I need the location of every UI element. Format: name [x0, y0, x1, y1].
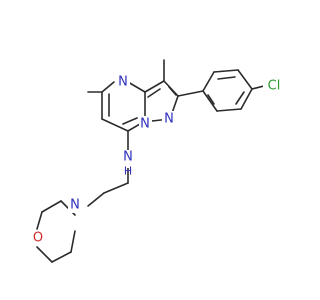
atom-label-n-pyrazole-right: N	[164, 112, 174, 127]
atom-label-n-amine: N	[123, 150, 133, 165]
bond	[103, 182, 129, 194]
bond	[41, 200, 62, 213]
atom-label-h-amine: H	[124, 165, 132, 178]
atom-label-cl: Cl	[268, 79, 281, 94]
bond	[127, 81, 146, 93]
bond	[207, 94, 215, 105]
o-morpholine-bg	[31, 231, 45, 246]
atom-label-n-top: N	[118, 75, 128, 90]
n-bridge-bg	[139, 116, 152, 131]
bond	[235, 91, 245, 105]
bond	[202, 71, 215, 92]
bond	[177, 90, 204, 97]
bond	[168, 86, 177, 96]
bond	[216, 108, 242, 112]
bond	[51, 251, 72, 263]
bond	[36, 246, 53, 263]
bonds	[36, 59, 265, 263]
n-pyrazole-right-bg	[162, 111, 176, 126]
cl-bg	[263, 78, 285, 94]
bond	[101, 118, 129, 132]
atom-label-o-morpholine: O	[33, 231, 43, 246]
n-top-bg	[116, 75, 130, 90]
n-morpholine-bg	[68, 198, 82, 213]
bond	[87, 192, 105, 207]
bond	[202, 90, 218, 112]
atom-labels: N N N N H N O Cl	[33, 75, 280, 246]
atom-label-n-bridge: N	[140, 117, 150, 132]
bond	[147, 88, 161, 98]
bond	[251, 85, 265, 90]
bond	[70, 230, 76, 253]
n-amine-bg	[121, 150, 135, 168]
bond	[240, 88, 253, 110]
bond	[217, 76, 236, 80]
bond	[144, 80, 165, 93]
molecule-structure: N N N N H N O Cl	[31, 59, 285, 263]
bond	[101, 81, 115, 93]
bond	[36, 211, 43, 230]
atom-label-backgrounds	[31, 75, 285, 246]
bond	[237, 69, 253, 90]
bond	[122, 117, 138, 125]
bond	[213, 69, 239, 73]
atom-label-n-morpholine: N	[70, 198, 80, 213]
molecule-canvas: N N N N H N O Cl	[31, 59, 285, 263]
